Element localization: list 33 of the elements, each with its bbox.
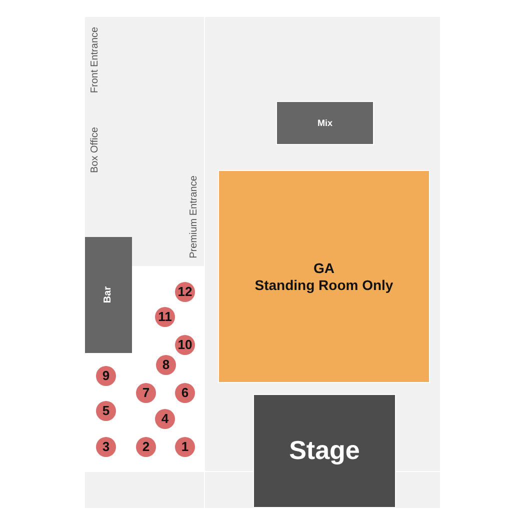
- area-label: Mix: [317, 118, 332, 128]
- entrance-label: Front Entrance: [90, 26, 100, 94]
- table-number: 6: [181, 386, 189, 400]
- table-circle: [96, 366, 116, 386]
- table-number: 5: [102, 404, 110, 418]
- table-number: 4: [161, 412, 169, 426]
- table-circle: [156, 355, 176, 375]
- table-circle: [155, 409, 175, 429]
- table-number: 2: [142, 440, 150, 454]
- area-label: Standing Room Only: [254, 276, 394, 293]
- mix-booth: [276, 101, 374, 145]
- table-circle: [136, 383, 156, 403]
- area-heading: GA: [314, 260, 334, 276]
- table-number: 7: [142, 386, 150, 400]
- stage-area: [253, 394, 396, 508]
- entrance-label: Premium Entrance: [188, 176, 200, 258]
- table-number: 3: [102, 440, 110, 454]
- table-number: 9: [102, 368, 110, 384]
- table-circle: [175, 437, 195, 457]
- table-circle: [96, 437, 116, 457]
- area-label: Stage: [289, 436, 360, 466]
- entrance-label: Box Office: [90, 127, 100, 173]
- standing-area: [218, 170, 430, 383]
- bar-counter: [85, 237, 132, 353]
- table-number: 1: [181, 440, 189, 454]
- table-circle: [96, 401, 116, 421]
- table-number: 10: [178, 338, 192, 352]
- table-number: 8: [162, 358, 170, 372]
- table-number: 11: [158, 310, 172, 324]
- table-number: 12: [178, 284, 192, 300]
- table-circle: [175, 383, 195, 403]
- table-circle: [136, 437, 156, 457]
- area-label: Bar: [102, 286, 114, 304]
